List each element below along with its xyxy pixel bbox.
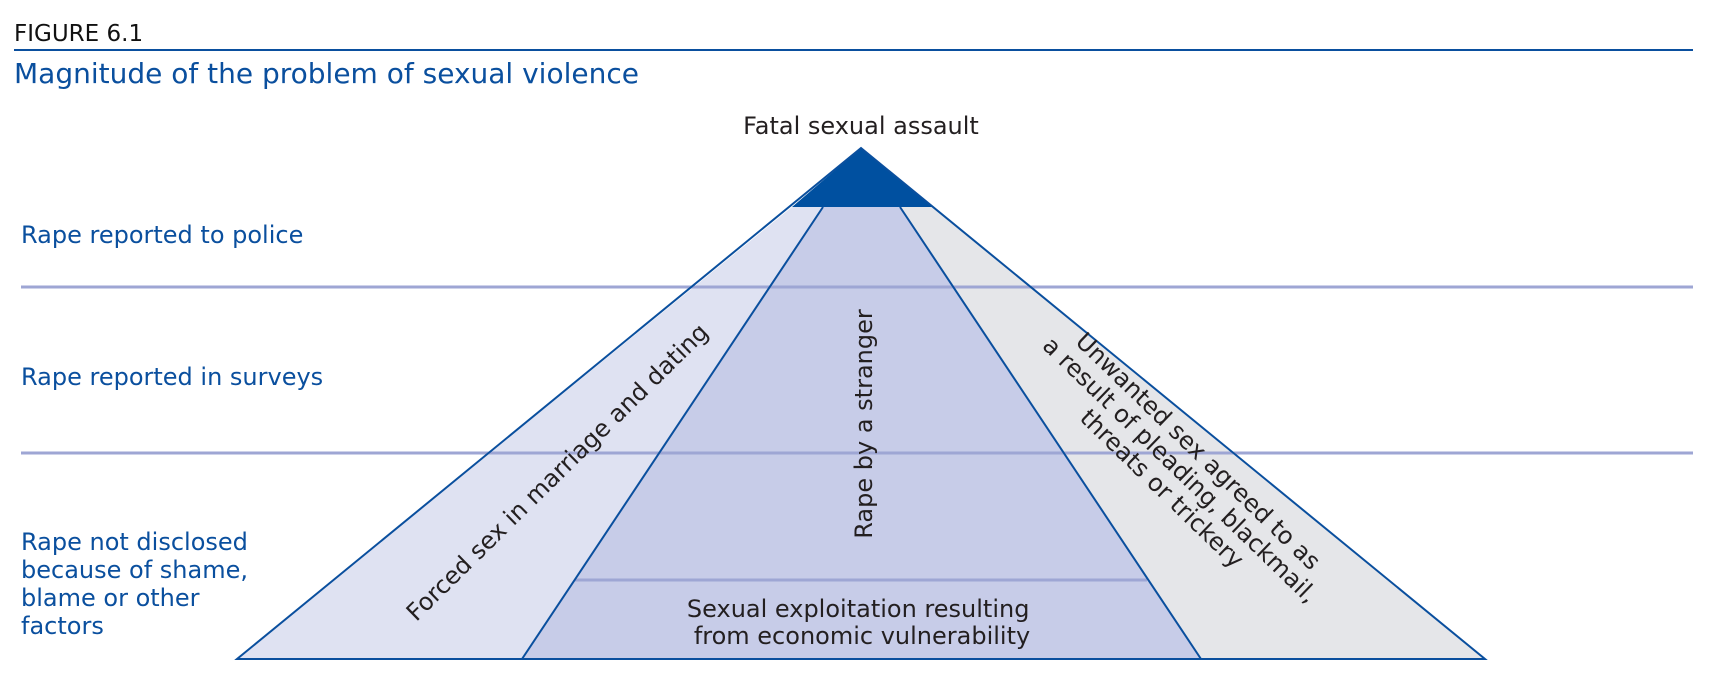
pyramid-outline: [234, 146, 1488, 660]
apex-triangle-fatal: [792, 148, 933, 207]
level-label-not-disclosed-line: because of shame,: [21, 556, 248, 584]
level-label-not-disclosed-line: blame or other: [21, 584, 200, 612]
level-label-not-disclosed: Rape not disclosed because of shame, bla…: [21, 528, 256, 640]
base-segment-label-line: from economic vulnerability: [694, 622, 1030, 650]
inner-left-edge: [521, 206, 824, 660]
apex-label: Fatal sexual assault: [743, 112, 979, 140]
center-segment-label: Rape by a stranger: [850, 309, 878, 539]
center-segment-region: [522, 207, 1201, 659]
inner-right-edge: [899, 206, 1202, 660]
base-segment-label-line: Sexual exploitation resulting: [687, 595, 1030, 623]
base-segment-label: Sexual exploitation resulting from econo…: [687, 595, 1037, 650]
figure-label: FIGURE 6.1: [14, 21, 143, 47]
level-label-police: Rape reported to police: [21, 221, 303, 249]
level-label-not-disclosed-line: Rape not disclosed: [21, 528, 248, 556]
right-segment-region: [900, 207, 1485, 659]
level-label-surveys: Rape reported in surveys: [21, 363, 323, 391]
level-label-not-disclosed-line: factors: [21, 612, 104, 640]
figure-title: Magnitude of the problem of sexual viole…: [14, 57, 639, 90]
left-segment-region: [237, 207, 823, 659]
